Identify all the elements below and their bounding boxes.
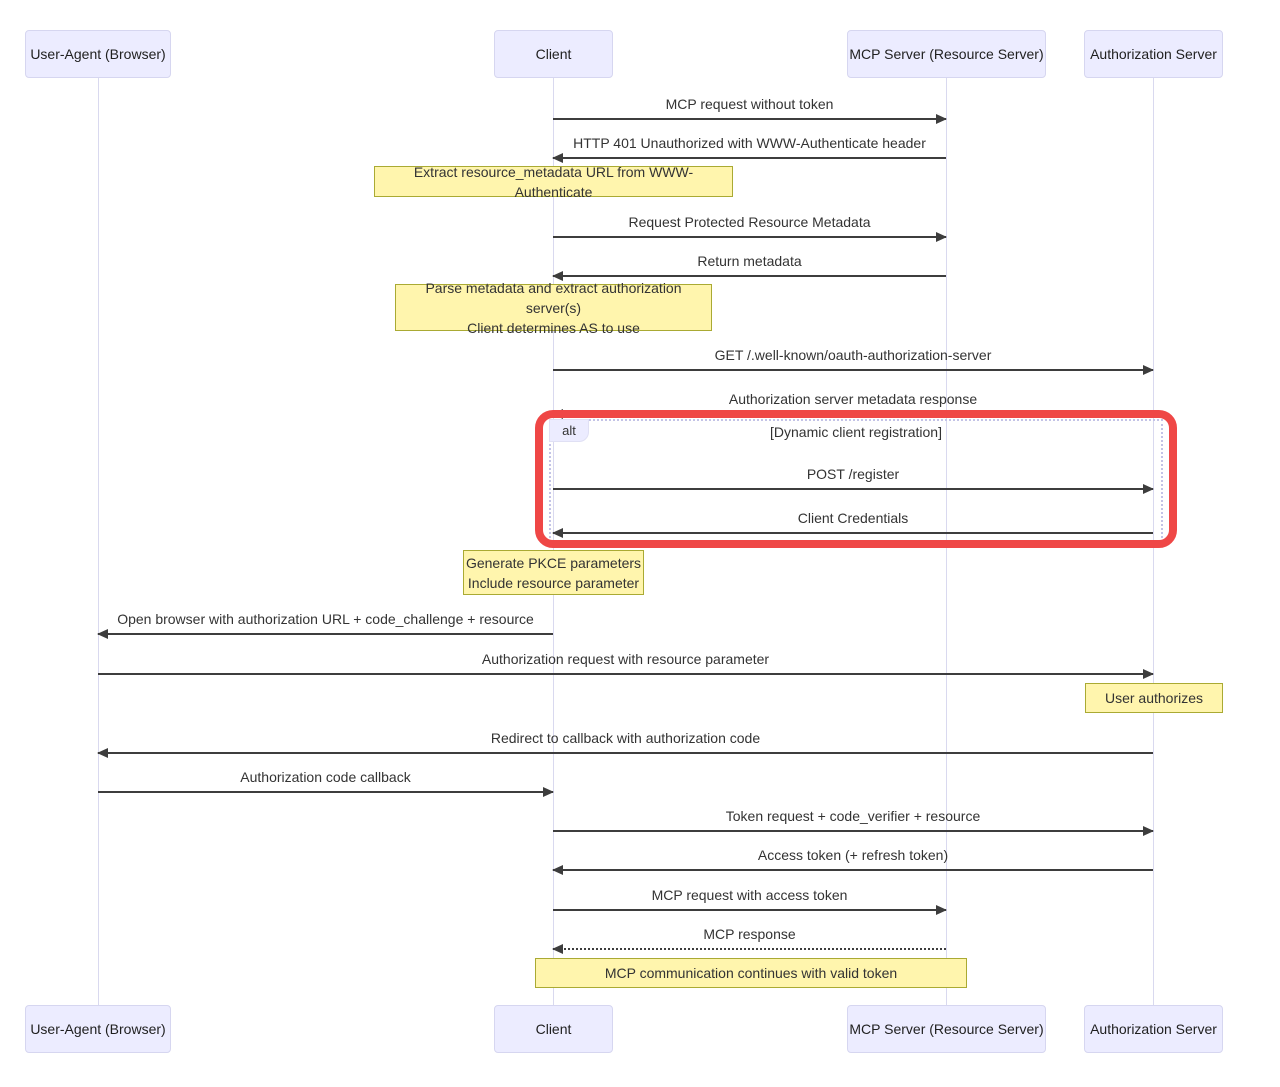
- arrow-line: [552, 271, 946, 281]
- arrowhead-right-icon: [1143, 669, 1154, 679]
- message-label: Open browser with authorization URL + co…: [117, 611, 534, 627]
- note-line: User authorizes: [1104, 690, 1204, 706]
- arrow-line: [553, 232, 947, 242]
- arrowhead-right-icon: [543, 787, 554, 797]
- arrowhead-right-icon: [1143, 484, 1154, 494]
- arrowhead-left-icon: [97, 629, 108, 639]
- message-label: MCP request without token: [665, 96, 834, 112]
- note-user-authorizes: User authorizes: [1085, 683, 1223, 713]
- arrowhead-right-icon: [936, 905, 947, 915]
- message-mcp-response: MCP response: [552, 926, 946, 954]
- arrowhead-left-icon: [552, 865, 563, 875]
- actor-top-user-agent: User-Agent (Browser): [25, 30, 171, 78]
- arrow-line-dotted: [552, 944, 946, 954]
- actor-top-mcp-server: MCP Server (Resource Server): [847, 30, 1046, 78]
- arrowhead-right-icon: [1143, 826, 1154, 836]
- arrow-line: [97, 748, 1153, 758]
- arrowhead-left-icon: [552, 528, 563, 538]
- message-label: Authorization request with resource para…: [481, 651, 770, 667]
- arrowhead-right-icon: [1143, 365, 1154, 375]
- actor-top-auth-server: Authorization Server: [1084, 30, 1223, 78]
- actor-bottom-user-agent: User-Agent (Browser): [25, 1005, 171, 1053]
- note-line: Include resource parameter: [467, 574, 640, 591]
- arrow-line: [552, 528, 1153, 538]
- message-label: Return metadata: [697, 253, 802, 269]
- message-label: Authorization code callback: [240, 769, 411, 785]
- note-line: MCP communication continues with valid t…: [604, 965, 898, 981]
- note-generate-pkce: Generate PKCE parameters Include resourc…: [463, 550, 644, 595]
- arrow-line: [97, 629, 553, 639]
- actor-bottom-client: Client: [494, 1005, 613, 1053]
- message-mcp-request-with-access-token: MCP request with access token: [553, 887, 947, 915]
- message-label: MCP request with access token: [651, 887, 848, 903]
- arrow-line: [553, 365, 1154, 375]
- message-request-protected-resource-metadata: Request Protected Resource Metadata: [553, 214, 947, 242]
- message-mcp-request-without-token: MCP request without token: [553, 96, 947, 124]
- red-highlight-annotation: [535, 410, 1177, 548]
- actor-top-client: Client: [494, 30, 613, 78]
- message-http-401-unauthorized: HTTP 401 Unauthorized with WWW-Authentic…: [552, 135, 946, 163]
- arrowhead-left-icon: [552, 271, 563, 281]
- message-authorization-request: Authorization request with resource para…: [98, 651, 1154, 679]
- message-label: GET /.well-known/oauth-authorization-ser…: [714, 347, 992, 363]
- message-token-request: Token request + code_verifier + resource: [553, 808, 1154, 836]
- note-line: Extract resource_metadata URL from WWW-A…: [413, 163, 694, 200]
- arrowhead-right-icon: [936, 114, 947, 124]
- arrow-line: [98, 669, 1154, 679]
- message-label: Authorization server metadata response: [728, 391, 978, 407]
- message-redirect-to-callback: Redirect to callback with authorization …: [97, 730, 1153, 758]
- message-open-browser-authorization-url: Open browser with authorization URL + co…: [97, 611, 553, 639]
- message-label: Access token (+ refresh token): [757, 847, 949, 863]
- message-label: Request Protected Resource Metadata: [628, 214, 871, 230]
- arrow-line: [98, 787, 554, 797]
- arrow-line: [553, 826, 1154, 836]
- alt-keyword-label: alt: [549, 419, 589, 442]
- message-label: Client Credentials: [797, 510, 909, 526]
- arrowhead-left-icon: [552, 944, 563, 954]
- message-authorization-code-callback: Authorization code callback: [98, 769, 554, 797]
- note-line: Generate PKCE parameters: [465, 554, 642, 571]
- arrow-line: [553, 905, 947, 915]
- message-post-register: POST /register: [553, 466, 1154, 494]
- arrow-line: [553, 484, 1154, 494]
- note-line: Parse metadata and extract authorization…: [425, 279, 682, 316]
- lifeline-user-agent: [98, 78, 99, 1005]
- message-label: Token request + code_verifier + resource: [725, 808, 981, 824]
- arrow-line: [552, 153, 946, 163]
- message-return-metadata: Return metadata: [552, 253, 946, 281]
- message-client-credentials: Client Credentials: [552, 510, 1153, 538]
- message-access-token: Access token (+ refresh token): [552, 847, 1153, 875]
- actor-bottom-auth-server: Authorization Server: [1084, 1005, 1223, 1053]
- message-label: MCP response: [703, 926, 796, 942]
- note-extract-resource-metadata: Extract resource_metadata URL from WWW-A…: [374, 164, 733, 200]
- arrowhead-right-icon: [936, 232, 947, 242]
- message-get-well-known: GET /.well-known/oauth-authorization-ser…: [553, 347, 1154, 375]
- arrowhead-left-icon: [552, 153, 563, 163]
- note-parse-metadata: Parse metadata and extract authorization…: [395, 280, 712, 336]
- arrow-line: [552, 865, 1153, 875]
- message-label: HTTP 401 Unauthorized with WWW-Authentic…: [573, 135, 926, 151]
- actor-bottom-mcp-server: MCP Server (Resource Server): [847, 1005, 1046, 1053]
- note-line: Client determines AS to use: [467, 319, 640, 336]
- alt-condition-label: [Dynamic client registration]: [770, 424, 942, 440]
- arrow-line: [553, 114, 947, 124]
- arrowhead-left-icon: [97, 748, 108, 758]
- note-mcp-communication-continues: MCP communication continues with valid t…: [535, 958, 967, 988]
- message-label: Redirect to callback with authorization …: [490, 730, 761, 746]
- message-label: POST /register: [806, 466, 900, 482]
